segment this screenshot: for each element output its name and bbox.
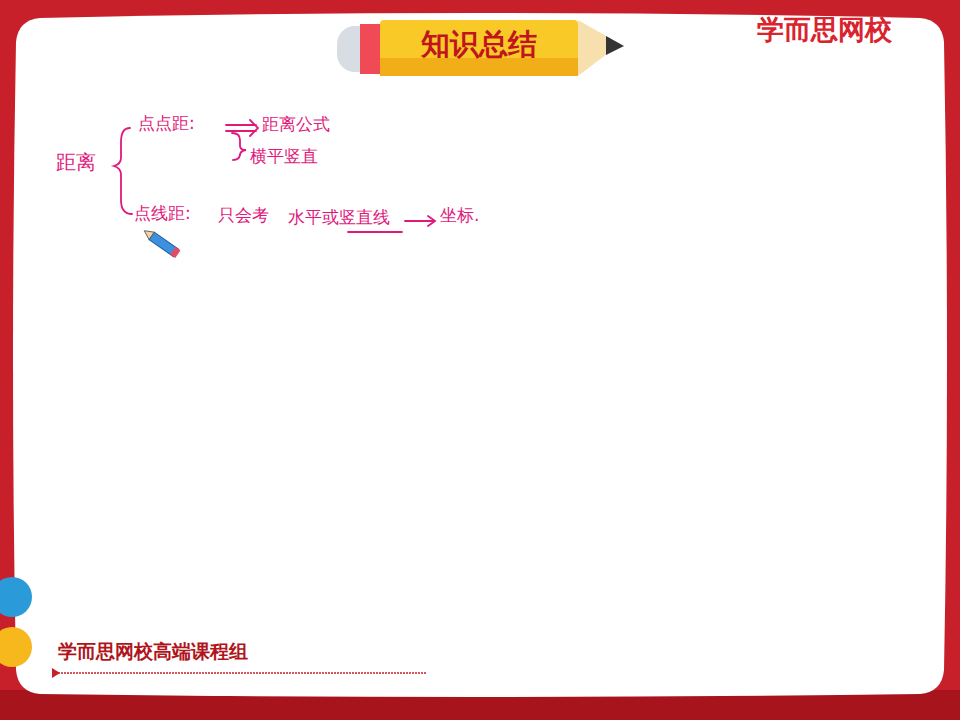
note-text: 坐标. xyxy=(440,205,479,225)
root-topic: 距离 xyxy=(56,150,96,174)
white-board xyxy=(13,13,947,697)
mind-map-strokes xyxy=(114,120,435,232)
small-brace xyxy=(232,133,246,160)
pencil-banner xyxy=(337,20,624,76)
branch-topic: 点线距: xyxy=(134,203,191,223)
arrow xyxy=(405,216,435,226)
banner-title: 知识总结 xyxy=(380,27,578,62)
note-text: 只会考 xyxy=(218,205,269,225)
yellow-tab xyxy=(0,627,32,667)
brand-logo: 学而思网校 xyxy=(757,14,892,46)
main-brace xyxy=(114,128,132,214)
footer-rule xyxy=(55,672,426,674)
note-text: 水平或竖直线 xyxy=(288,207,390,227)
pencil-cursor xyxy=(142,227,181,258)
footer-text: 学而思网校高端课程组 xyxy=(58,640,248,663)
sub-topic: 横平竖直 xyxy=(250,146,318,166)
blue-tab xyxy=(0,577,32,617)
branch-topic: 点点距: xyxy=(138,113,195,133)
sub-topic: 距离公式 xyxy=(262,114,330,134)
footer-arrow xyxy=(52,668,60,678)
underline xyxy=(348,231,402,233)
double-arrow xyxy=(226,120,258,136)
